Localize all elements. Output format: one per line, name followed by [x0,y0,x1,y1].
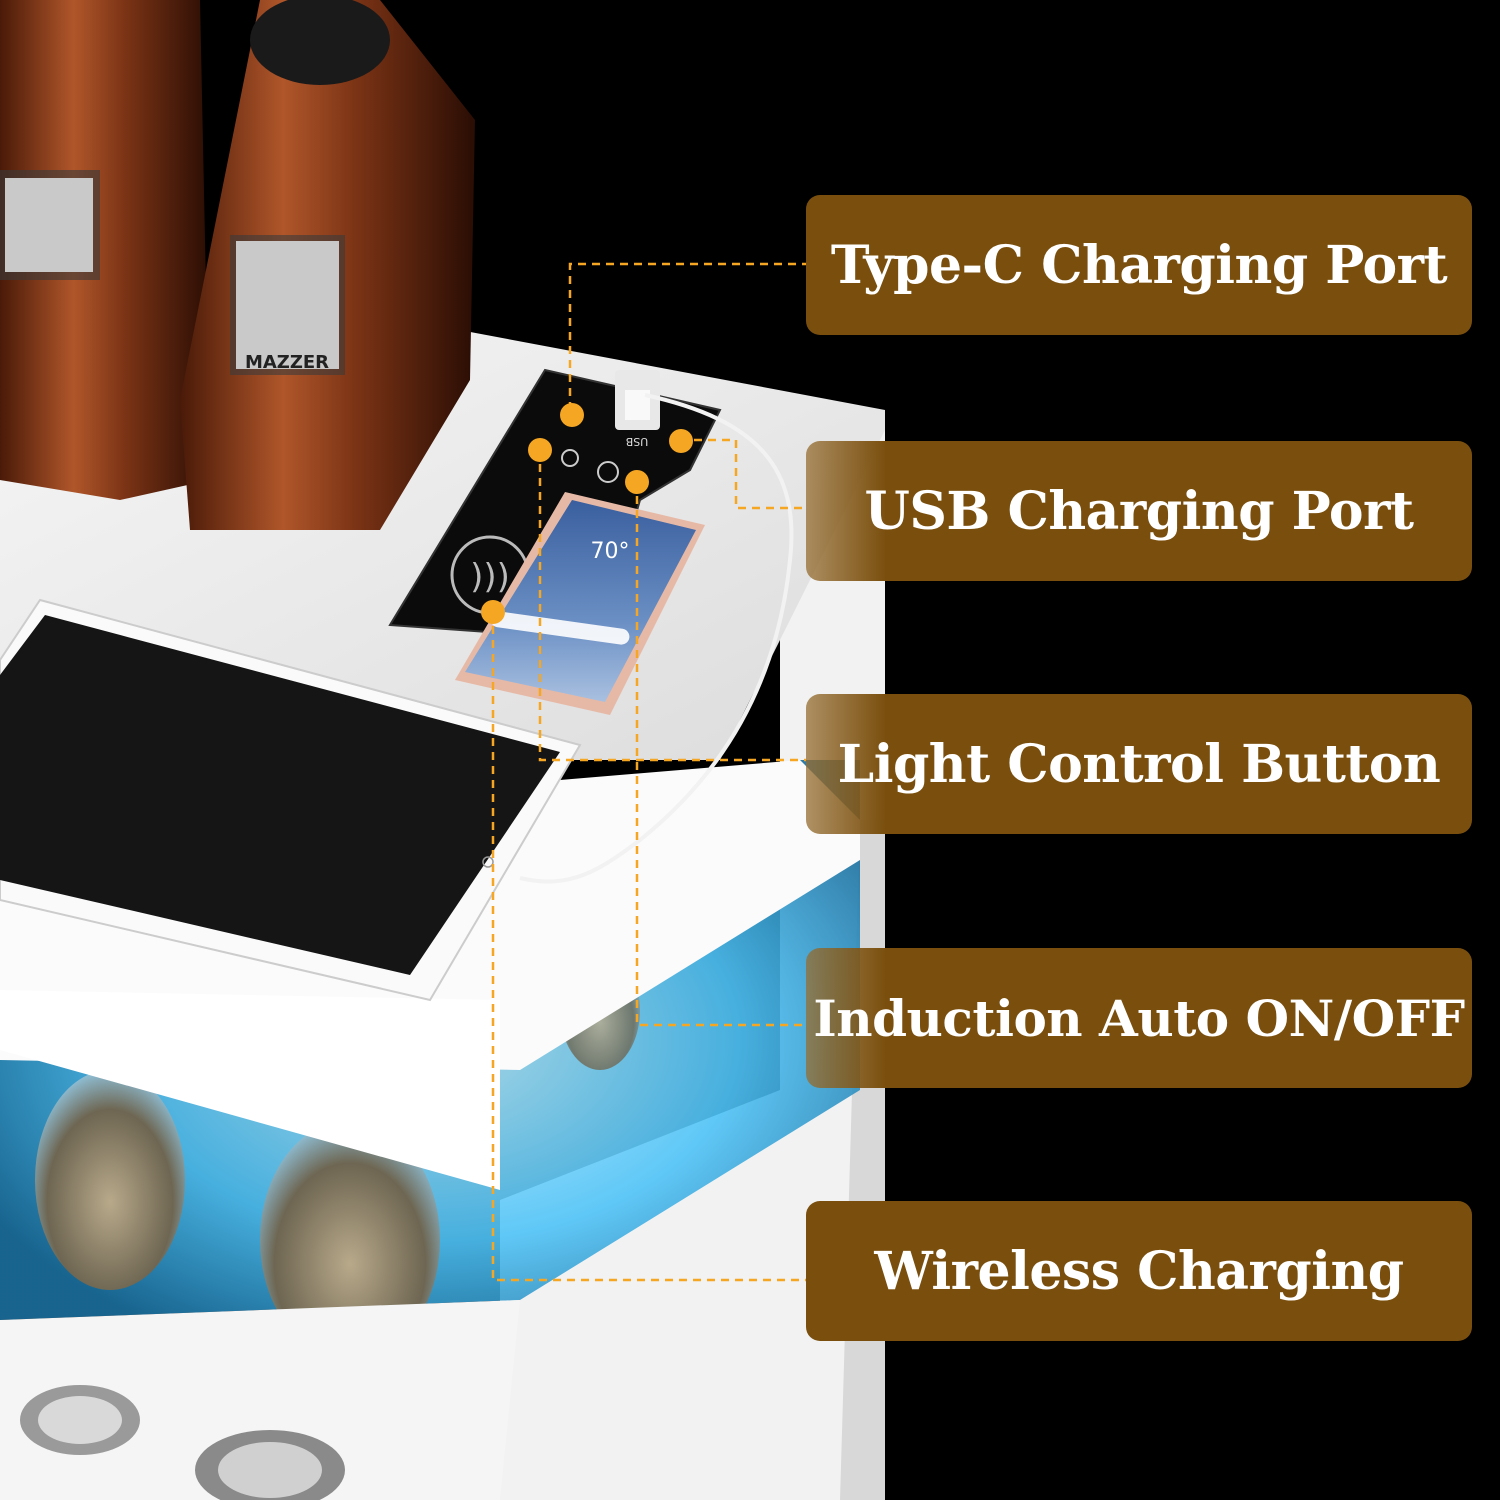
coffee-grinder-right: MAZZER [180,0,475,530]
phone-temperature: 70° [591,539,630,564]
drawer [0,1300,520,1500]
middle-shelf-front [0,990,500,1190]
callout-leaders [491,262,806,1282]
smartphone: 70° [455,492,705,715]
grinder-brand: MAZZER [245,352,329,373]
tablet [0,598,582,1002]
wireless-charge-icon: ))) [470,557,510,597]
usb-cable [519,393,794,884]
callout-light-control: Light Control Button [806,694,1472,834]
panel-usb-label: USB [626,435,649,448]
callout-markers [481,403,693,624]
callout-type-c: Type-C Charging Port [806,195,1472,335]
callout-induction: Induction Auto ON/OFF [806,948,1472,1088]
drawer-bowls [20,1385,345,1500]
marker-light [528,438,552,462]
coffee-grinder-left [0,0,210,500]
callout-wireless: Wireless Charging [806,1201,1472,1341]
marker-induction [625,470,649,494]
callout-usb: USB Charging Port [806,441,1472,581]
marker-type-c [560,403,584,427]
leader-light [538,450,806,762]
leader-type-c [568,262,806,410]
light-button-icon [561,449,579,467]
induction-icon [597,461,619,483]
marker-usb [669,429,693,453]
leader-usb [680,438,806,510]
charging-panel: USB ))) [388,368,722,642]
marker-wireless [481,600,505,624]
